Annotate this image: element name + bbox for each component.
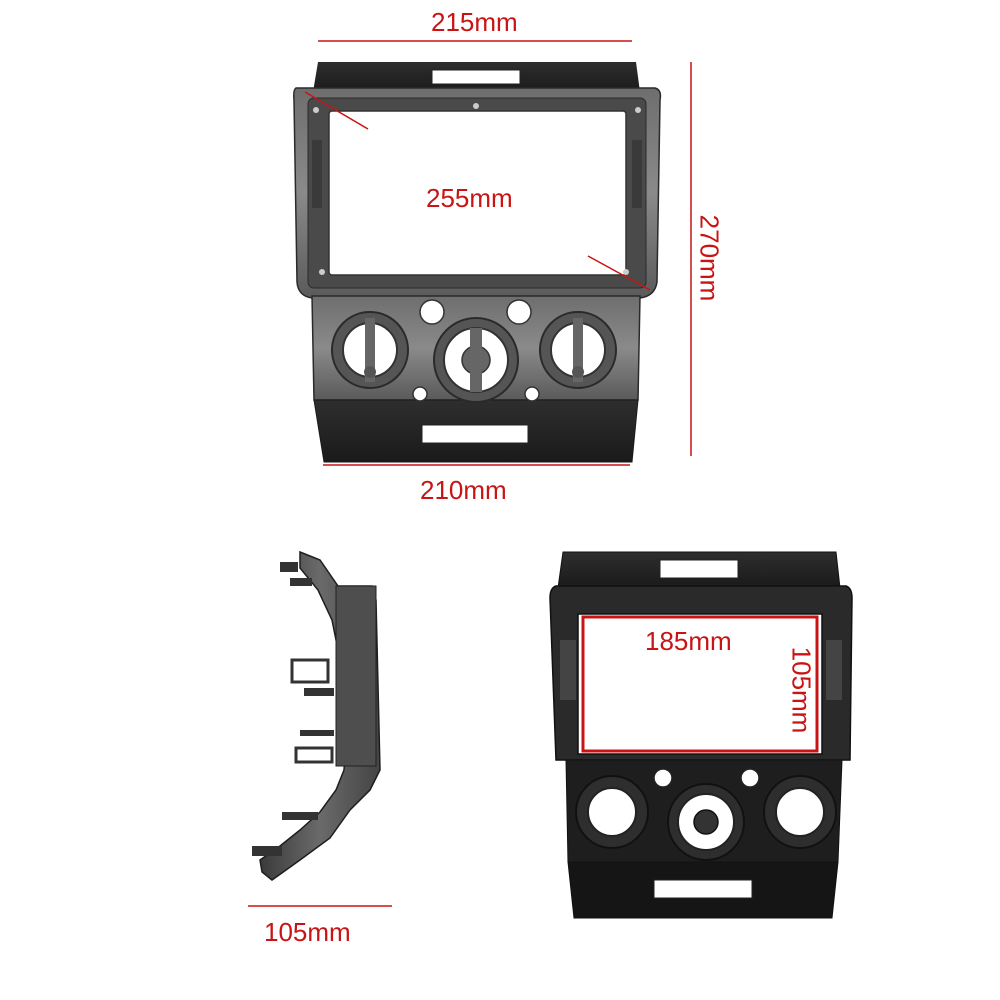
label-height: 270mm [694, 214, 725, 302]
label-top-width: 215mm [431, 7, 518, 37]
label-side-depth: 105mm [264, 917, 351, 947]
label-opening-height: 105mm [786, 646, 817, 734]
side-view-frame [252, 550, 381, 881]
label-diagonal: 255mm [426, 183, 513, 213]
label-bottom-width: 210mm [420, 475, 507, 505]
opening-outline [581, 615, 819, 753]
back-view-frame [549, 551, 853, 919]
dimension-lines-front [304, 40, 692, 466]
front-view-frame [293, 62, 662, 463]
label-opening-width: 185mm [645, 626, 732, 656]
